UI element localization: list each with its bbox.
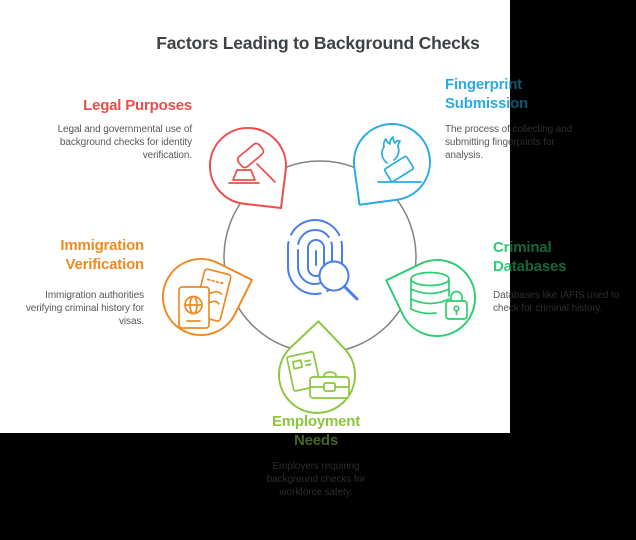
briefcase-documents-icon	[286, 350, 350, 399]
employment-node-drop	[278, 320, 356, 414]
fingerprint-submission-description: The process of collecting and submitting…	[445, 124, 573, 162]
page-title: Factors Leading to Background Checks	[156, 33, 480, 53]
hand-ballot-icon	[377, 136, 422, 183]
fingerprint-submission-heading: Fingerprint Submission	[445, 76, 529, 112]
legal-node-drop	[208, 127, 287, 209]
fingerprint-magnifier-icon	[287, 219, 359, 301]
criminal-databases-description: Databases like IAFIS used to check for c…	[493, 290, 620, 315]
immigration-node-drop	[161, 258, 253, 336]
employment-needs-description: Employers requiring background checks fo…	[266, 461, 366, 499]
criminal-databases-heading: Criminal Databases	[493, 239, 567, 275]
legal-purposes-heading: Legal Purposes	[83, 97, 192, 114]
employment-needs-heading: Employment Needs	[271, 413, 360, 449]
white-card-background	[0, 0, 510, 433]
criminal-node-drop	[385, 259, 477, 337]
legal-purposes-description: Legal and governmental use of background…	[57, 124, 193, 162]
immigration-verification-description: Immigration authorities verifying crimin…	[25, 290, 144, 328]
database-lock-icon	[410, 271, 468, 320]
passport-ticket-icon	[178, 268, 232, 329]
immigration-verification-heading: Immigration Verification	[60, 237, 144, 273]
fingerprint-node-drop	[352, 123, 431, 206]
gavel-icon	[228, 142, 276, 184]
